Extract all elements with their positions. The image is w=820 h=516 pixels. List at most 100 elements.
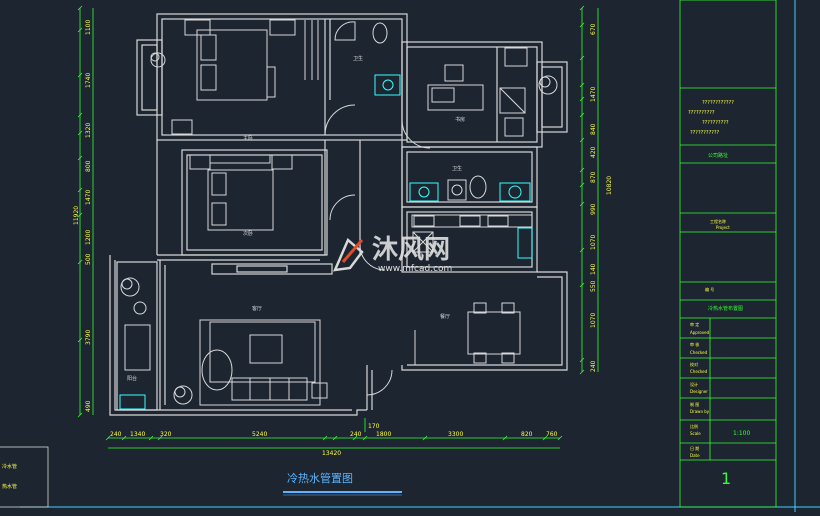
dim-bottom-1: 1340 <box>130 431 145 438</box>
dim-right-6: 1070 <box>590 235 597 250</box>
tick-right <box>579 247 585 253</box>
legend-hot: 热水管 <box>2 483 17 490</box>
company-line-3: ?????????? <box>702 120 729 126</box>
tick-bottom <box>542 435 548 441</box>
plant-symbols <box>120 52 558 405</box>
dim-bottom-6: 3300 <box>448 431 463 438</box>
dim-left-2: 1320 <box>85 123 92 138</box>
dim-bottom-2: 320 <box>160 431 172 438</box>
tick-left <box>77 130 83 136</box>
dim-bottom-7: 820 <box>521 431 533 438</box>
company-address-field: 公司路址 <box>708 152 728 159</box>
dim-total-left: 11920 <box>73 206 80 225</box>
row-scale-en: Scale <box>690 431 701 436</box>
tick-bottom <box>105 435 111 441</box>
living-sofa-area <box>199 319 321 406</box>
dim-left-0: 1100 <box>85 20 92 35</box>
dim-total-bottom: 13420 <box>322 450 341 457</box>
tick-right <box>579 5 585 11</box>
watermark: 沐风网 www.mfcad.com <box>332 235 452 274</box>
dim-left-1: 1740 <box>85 73 92 88</box>
drawing-name-field: 冷热水管布置图 <box>708 305 743 312</box>
label-laundry: 卫生 <box>452 165 462 172</box>
row-proof-cn: 校对 <box>690 361 698 367</box>
watermark-brand: 沐风网 <box>372 235 450 265</box>
tick-bottom <box>502 435 508 441</box>
dim-left-6: 500 <box>85 253 92 265</box>
row-checked-en: Checked <box>690 350 708 355</box>
tick-left <box>77 337 83 343</box>
tick-right <box>579 282 585 288</box>
dim-right-1: 1470 <box>590 87 597 102</box>
second-bed <box>207 169 274 231</box>
project-name-field: 工程名称 <box>710 218 726 224</box>
dim-left-4: 1470 <box>85 190 92 205</box>
tick-right <box>579 82 585 88</box>
project-en-field: Project <box>716 225 730 230</box>
dim-right-4: 870 <box>590 171 597 183</box>
bath-fixtures <box>334 21 487 253</box>
row-designer-en: Designer <box>690 389 708 394</box>
dim-total-right: 10820 <box>606 176 613 195</box>
nightstand <box>184 19 211 36</box>
dining-table <box>467 311 521 355</box>
row-drawn-en: Drawn by <box>690 409 710 414</box>
tick-left <box>77 212 83 218</box>
row-date-en: Date <box>690 453 700 458</box>
row-proof-en: Checked <box>690 369 708 374</box>
tick-right <box>579 357 585 363</box>
dimension-texts: 240 1340 320 5240 240 1800 3300 820 760 … <box>73 20 613 457</box>
dim-left-7: 3790 <box>85 330 92 345</box>
dim-right-9: 1070 <box>590 313 597 328</box>
tick-right <box>579 201 585 207</box>
plumbing-fixtures <box>119 74 533 410</box>
row-approved-cn: 审 定 <box>690 321 699 327</box>
room-labels: 主卧 卫生 书房 次卧 卫生 客厅 餐厅 阳台 <box>127 55 465 382</box>
label-second-bedroom: 次卧 <box>243 230 253 237</box>
dim-right-7: 140 <box>590 263 597 275</box>
scale-value: 1:100 <box>733 430 750 437</box>
label-dining: 餐厅 <box>440 313 450 320</box>
drawing-title: 冷热水管置图 <box>287 471 353 485</box>
coffee-table <box>249 334 283 364</box>
tick-bottom <box>148 435 154 441</box>
row-date-cn: 日 期 <box>690 445 699 451</box>
watermark-url: www.mfcad.com <box>378 264 452 274</box>
dim-right-2: 840 <box>590 123 597 135</box>
dim-bottom-extra: 170 <box>368 423 380 430</box>
dim-right-3: 420 <box>590 146 597 158</box>
dim-bottom-4: 240 <box>350 431 362 438</box>
dim-bottom-3: 5240 <box>252 431 267 438</box>
dim-left-5: 1200 <box>85 230 92 245</box>
sheet-number: 1 <box>721 469 731 488</box>
label-master-bedroom: 主卧 <box>243 135 253 142</box>
tick-left <box>77 155 83 161</box>
dimension-ticks <box>77 5 585 441</box>
label-bathroom: 卫生 <box>353 55 363 62</box>
dim-bottom-5: 1800 <box>376 431 391 438</box>
label-study: 书房 <box>455 116 465 123</box>
tick-bottom <box>557 435 563 441</box>
floor-plan-walls <box>109 13 568 416</box>
tick-right <box>579 167 585 173</box>
dim-left-8: 490 <box>85 400 92 412</box>
tick-right <box>579 137 585 143</box>
company-line-1: ???????????? <box>702 100 734 106</box>
tick-right <box>579 22 585 28</box>
legend-cold: 冷水管 <box>2 463 17 470</box>
row-checked-cn: 审 核 <box>690 341 699 347</box>
dim-right-0: 670 <box>590 23 597 35</box>
tick-bottom <box>157 435 163 441</box>
balcony-lounger <box>124 324 151 371</box>
label-balcony: 阳台 <box>127 375 137 382</box>
tick-right <box>579 55 585 61</box>
master-bed <box>196 29 268 101</box>
dim-left-3: 800 <box>85 160 92 172</box>
tick-bottom <box>422 435 428 441</box>
tick-bottom <box>332 435 338 441</box>
tick-right <box>579 96 585 102</box>
title-block: ???????????? ?????????? ?????????? ?????… <box>679 0 777 508</box>
company-line-2: ?????????? <box>688 110 715 116</box>
dimension-lines <box>79 8 599 449</box>
